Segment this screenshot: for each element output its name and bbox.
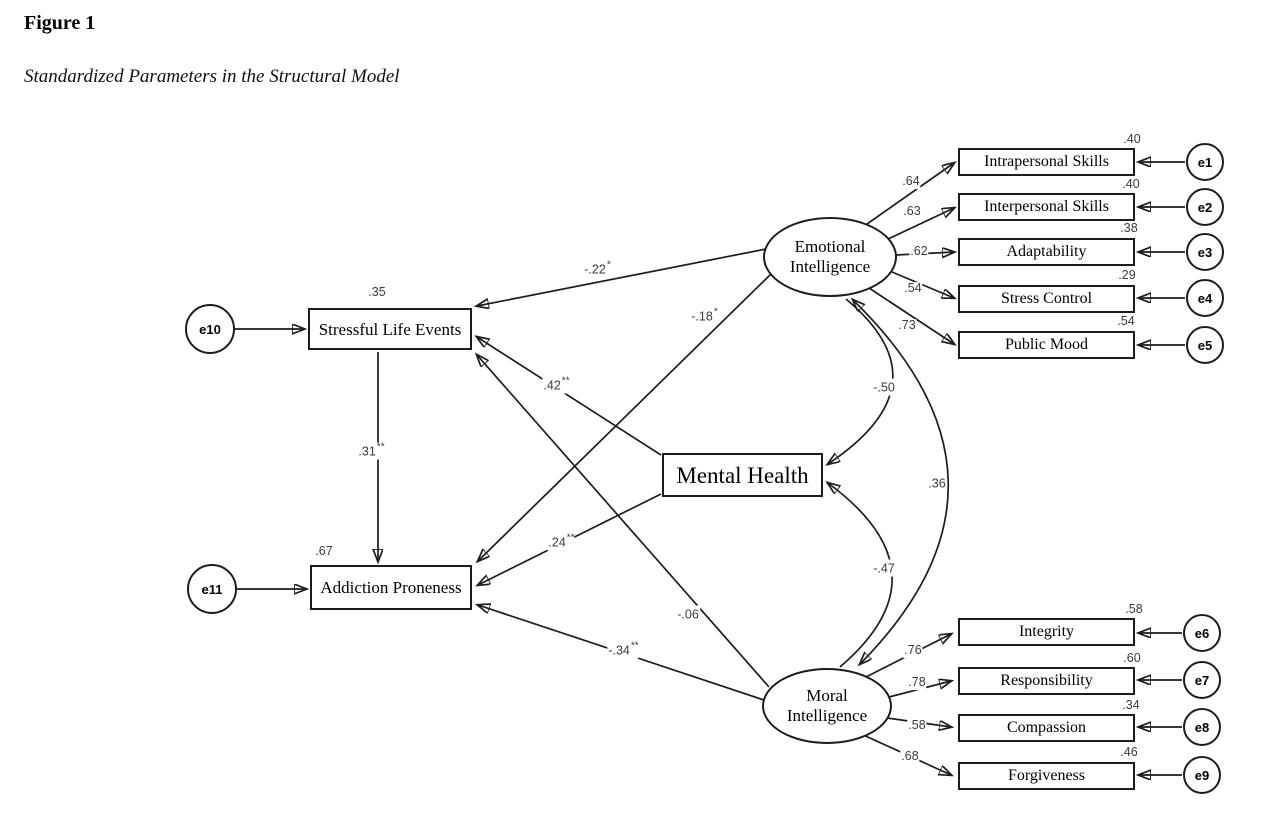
latent-label-line: Emotional — [794, 236, 866, 256]
box-stressful-life-events: Stressful Life Events — [308, 308, 472, 350]
path-ei-to-stressful — [477, 248, 767, 306]
coef-value: -.47 — [873, 561, 895, 576]
box-responsibility: Responsibility — [958, 667, 1135, 695]
latent-moral-intelligence: Moral Intelligence — [762, 668, 892, 744]
loading-label-interpersonal: .63 — [902, 204, 922, 219]
latent-emotional-intelligence: Emotional Intelligence — [763, 217, 897, 297]
coef-mental-to-addiction: .24** — [547, 532, 575, 551]
covariance-ei-mi — [853, 300, 950, 664]
r2-compassion: .34 — [1121, 698, 1141, 713]
error-circle-e11: e11 — [187, 564, 237, 614]
r2-responsibility: .60 — [1122, 651, 1142, 666]
error-circle-e3: e3 — [1186, 233, 1224, 271]
latent-label-line: Moral — [806, 685, 848, 705]
loading-ei-interpersonal — [885, 208, 954, 241]
coef-sig: * — [713, 306, 718, 318]
box-intrapersonal-skills: Intrapersonal Skills — [958, 148, 1135, 176]
r2-forgiveness: .46 — [1119, 745, 1139, 760]
path-mi-to-stressful — [477, 355, 770, 688]
coef-value: .36 — [928, 476, 946, 491]
coef-value: -.50 — [873, 380, 895, 395]
loading-label-intrapersonal: .64 — [901, 174, 921, 189]
coef-value: .42 — [543, 378, 561, 393]
coef-sig: ** — [376, 441, 385, 453]
r2-stressful: .35 — [367, 285, 387, 300]
box-interpersonal-skills: Interpersonal Skills — [958, 193, 1135, 221]
coef-mi-to-addiction: -.34** — [607, 640, 639, 659]
coef-value: .24 — [548, 535, 566, 550]
coef-ei-mi-covariance: .36 — [927, 474, 947, 492]
loading-label-adaptability: .62 — [909, 244, 929, 259]
loading-label-stress-control: .54 — [903, 281, 923, 296]
coef-ei-to-stressful: -.22* — [583, 259, 611, 278]
path-ei-to-addiction — [478, 271, 774, 561]
coef-sig: ** — [566, 532, 575, 544]
box-public-mood: Public Mood — [958, 331, 1135, 359]
coef-value: -.18 — [691, 309, 713, 324]
loading-ei-intrapersonal — [866, 163, 954, 225]
r2-intrapersonal: .40 — [1122, 132, 1142, 147]
r2-stress-control: .29 — [1117, 268, 1137, 283]
error-circle-e10: e10 — [185, 304, 235, 354]
r2-public-mood: .54 — [1116, 314, 1136, 329]
r2-addiction: .67 — [314, 544, 334, 559]
error-circle-e4: e4 — [1186, 279, 1224, 317]
coef-sig: ** — [561, 375, 570, 387]
coef-value: -.06 — [677, 607, 699, 622]
coef-ei-to-mental: -.50 — [872, 378, 896, 396]
error-circle-e5: e5 — [1186, 326, 1224, 364]
error-circle-e1: e1 — [1186, 143, 1224, 181]
loading-ei-stress-control — [891, 271, 954, 298]
figure-number: Figure 1 — [24, 12, 96, 34]
coef-value: -.22 — [584, 262, 606, 277]
loading-label-responsibility: .78 — [907, 675, 927, 690]
latent-label-line: Intelligence — [789, 257, 871, 276]
loading-ei-public-mood — [868, 287, 954, 344]
loading-label-compassion: .58 — [907, 718, 927, 733]
error-circle-e2: e2 — [1186, 188, 1224, 226]
coef-ei-to-addiction: -.18* — [690, 306, 718, 325]
loading-label-integrity: .76 — [903, 643, 923, 658]
coef-sig: ** — [630, 640, 639, 652]
figure-caption: Standardized Parameters in the Structura… — [24, 66, 400, 87]
latent-label-line: Intelligence — [786, 706, 868, 725]
coef-sig: * — [606, 259, 611, 271]
coef-mi-to-mental: -.47 — [872, 559, 896, 577]
error-circle-e7: e7 — [1183, 661, 1221, 699]
r2-integrity: .58 — [1124, 602, 1144, 617]
box-adaptability: Adaptability — [958, 238, 1135, 266]
loading-label-public-mood: .73 — [897, 318, 917, 333]
coef-mi-to-stressful: -.06 — [676, 605, 700, 623]
box-integrity: Integrity — [958, 618, 1135, 646]
coef-value: -.34 — [608, 643, 630, 658]
path-mental-to-stressful — [477, 337, 662, 456]
loading-label-forgiveness: .68 — [900, 749, 920, 764]
box-stress-control: Stress Control — [958, 285, 1135, 313]
coef-value: .31 — [358, 444, 376, 459]
error-circle-e6: e6 — [1183, 614, 1221, 652]
box-addiction-proneness: Addiction Proneness — [310, 565, 472, 610]
box-mental-health: Mental Health — [662, 453, 823, 497]
error-circle-e9: e9 — [1183, 756, 1221, 794]
box-compassion: Compassion — [958, 714, 1135, 742]
r2-adaptability: .38 — [1119, 221, 1139, 236]
r2-interpersonal: .40 — [1121, 177, 1141, 192]
coef-stressful-to-addiction: .31** — [357, 441, 385, 460]
box-forgiveness: Forgiveness — [958, 762, 1135, 790]
error-circle-e8: e8 — [1183, 708, 1221, 746]
coef-mental-to-stressful: .42** — [542, 375, 570, 394]
